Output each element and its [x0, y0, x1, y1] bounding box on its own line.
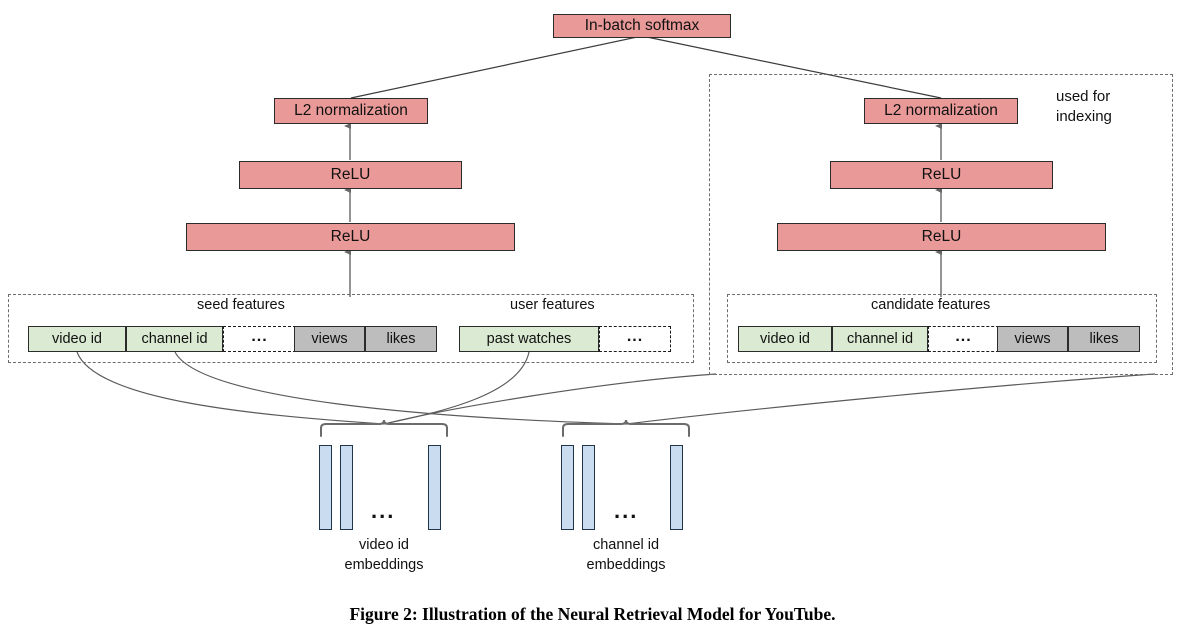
user-feature-cell-ellipsis: ...	[599, 326, 671, 352]
video-id-embedding-ellipsis: ...	[371, 498, 396, 523]
used-for-indexing-note: used for indexing	[1056, 88, 1112, 125]
video-id-embedding-bar	[340, 445, 353, 530]
seed-feature-cell-likes: likes	[365, 326, 437, 352]
seed-features-label: seed features	[197, 297, 285, 313]
seed-feature-cell-ellipsis: ...	[223, 326, 296, 352]
user-past-watches-label: past watches	[486, 331, 572, 347]
used-for-indexing-region	[709, 74, 1173, 375]
right-relu-upper-label: ReLU	[921, 166, 962, 183]
user-feature-cell-past-watches: past watches	[459, 326, 599, 352]
figure-caption: Figure 2: Illustration of the Neural Ret…	[349, 604, 836, 624]
seed-channel-id-label: channel id	[141, 331, 208, 347]
left-l2-normalization-label: L2 normalization	[294, 102, 408, 119]
candidate-feature-cell-likes: likes	[1068, 326, 1140, 352]
channel-id-embedding-bar	[582, 445, 595, 530]
candidate-channel-id-label: channel id	[846, 331, 914, 347]
left-relu-upper-label: ReLU	[330, 166, 371, 183]
right-relu-upper-node: ReLU	[830, 161, 1053, 189]
candidate-features-label: candidate features	[871, 297, 991, 313]
left-input-features-panel	[8, 294, 694, 363]
in-batch-softmax-node: In-batch softmax	[553, 14, 731, 38]
video-id-embedding-bar	[319, 445, 332, 530]
video-id-embeddings-caption: video id embeddings	[344, 537, 424, 573]
left-relu-upper-node: ReLU	[239, 161, 462, 189]
video-id-embedding-bar	[428, 445, 441, 530]
candidate-views-label: views	[1014, 331, 1051, 347]
candidate-feature-cell-video-id: video id	[738, 326, 832, 352]
embedding-braces	[320, 419, 690, 437]
right-l2-normalization-node: L2 normalization	[864, 98, 1018, 124]
seed-ellipsis-label: ...	[251, 328, 268, 345]
right-relu-lower-node: ReLU	[777, 223, 1106, 251]
candidate-video-id-label: video id	[760, 331, 810, 347]
right-relu-lower-label: ReLU	[921, 228, 962, 245]
user-ellipsis-label: ...	[626, 328, 644, 345]
seed-feature-cell-views: views	[294, 326, 365, 352]
candidate-feature-cell-ellipsis: ...	[928, 326, 999, 352]
seed-feature-cell-channel-id: channel id	[126, 326, 223, 352]
channel-id-embedding-bar	[561, 445, 574, 530]
in-batch-softmax-label: In-batch softmax	[584, 17, 700, 34]
channel-id-embeddings-caption: channel id embeddings	[586, 537, 666, 573]
candidate-input-features-panel	[727, 294, 1157, 363]
candidate-ellipsis-label: ...	[955, 328, 972, 345]
user-features-label: user features	[510, 297, 595, 313]
channel-id-embedding-ellipsis: ...	[614, 498, 639, 523]
left-relu-lower-node: ReLU	[186, 223, 515, 251]
candidate-feature-cell-channel-id: channel id	[832, 326, 928, 352]
channel-id-embedding-bar	[670, 445, 683, 530]
candidate-likes-label: likes	[1089, 331, 1119, 347]
seed-views-label: views	[311, 331, 348, 347]
seed-video-id-label: video id	[52, 331, 102, 347]
seed-feature-cell-video-id: video id	[28, 326, 126, 352]
seed-likes-label: likes	[386, 331, 416, 347]
right-l2-normalization-label: L2 normalization	[884, 102, 998, 119]
left-relu-lower-label: ReLU	[330, 228, 371, 245]
left-l2-normalization-node: L2 normalization	[274, 98, 428, 124]
candidate-feature-cell-views: views	[997, 326, 1068, 352]
